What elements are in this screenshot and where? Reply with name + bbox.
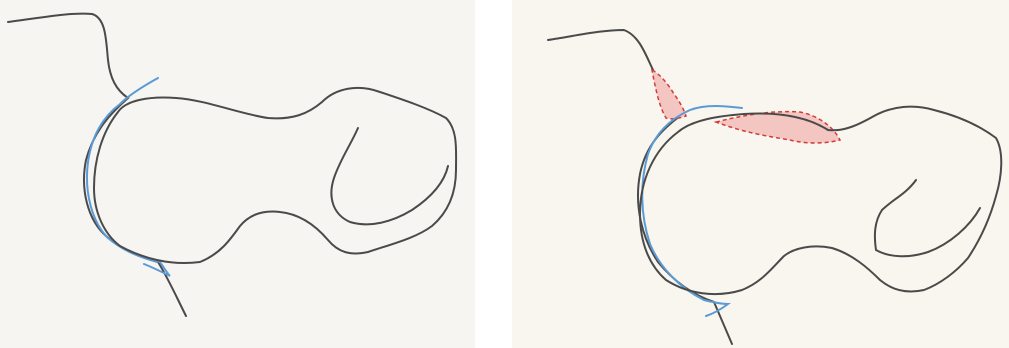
right-sketch — [512, 0, 1009, 348]
right-paper-background — [512, 0, 1009, 348]
left-sketch — [0, 0, 475, 348]
left-paper-background — [0, 0, 475, 348]
